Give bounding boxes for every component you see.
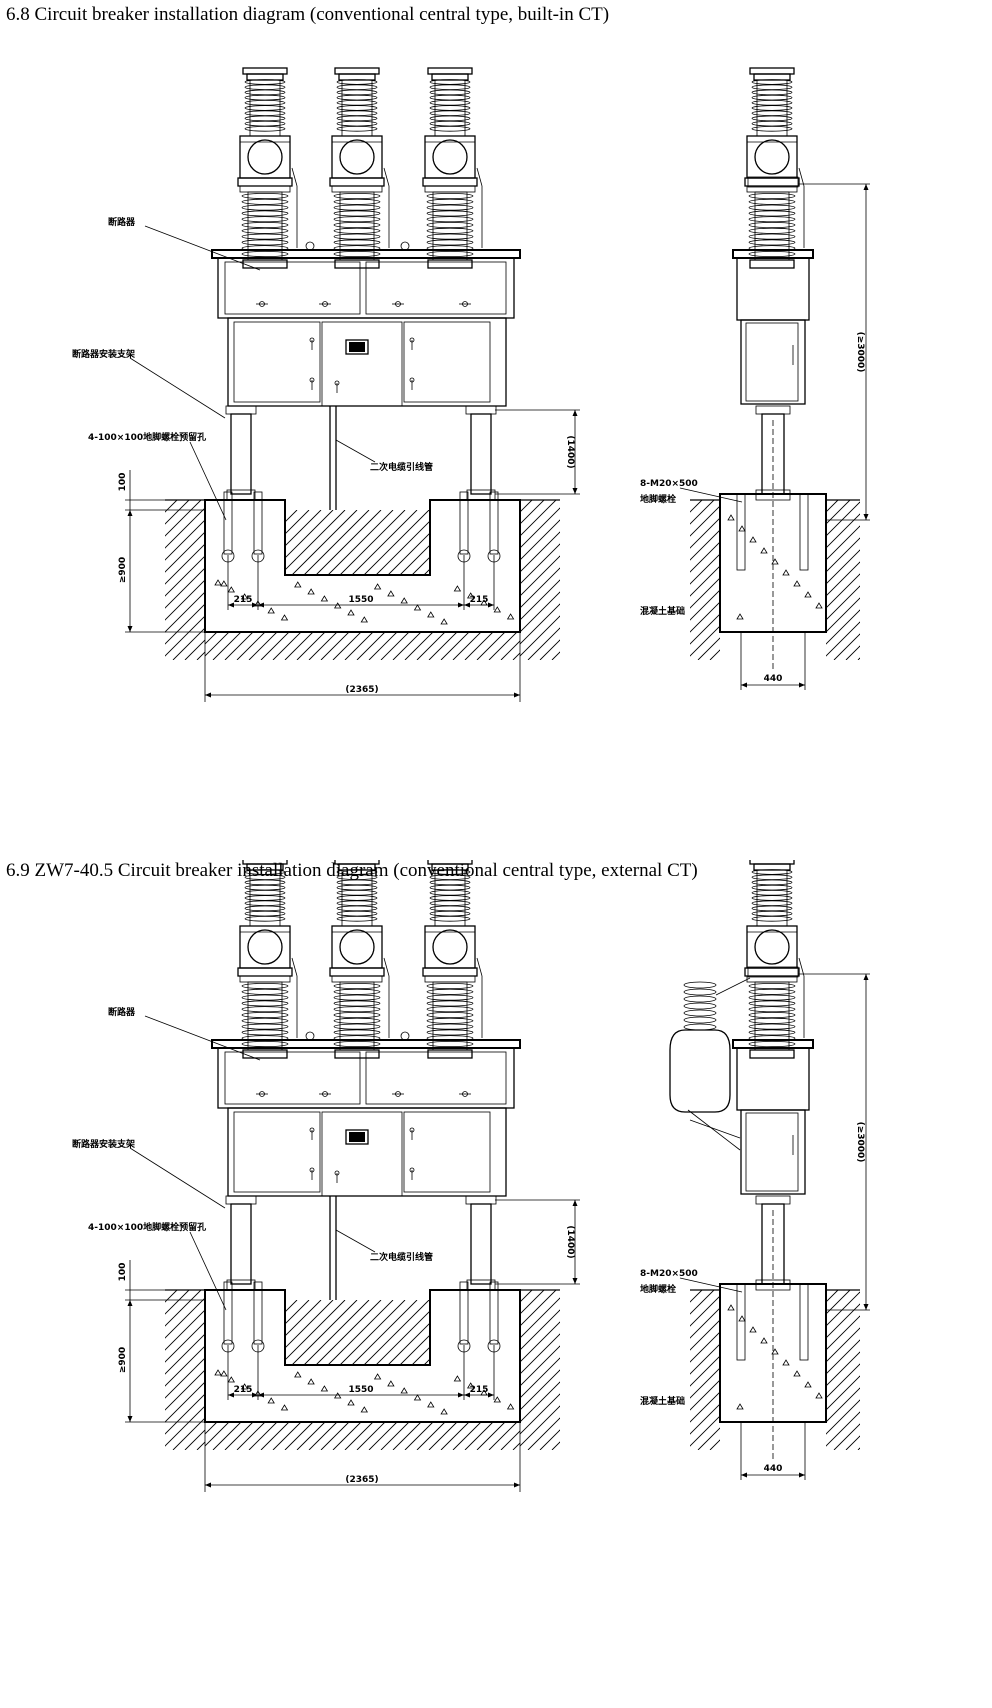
dim-440: 440 xyxy=(764,1464,783,1474)
pole-a xyxy=(237,67,298,269)
side-pole xyxy=(744,860,805,1059)
dim-215-right: 215 xyxy=(470,595,489,605)
label-breaker: 断路器 xyxy=(108,1006,136,1018)
external-ct xyxy=(669,977,751,1151)
side-ground-right xyxy=(826,1290,860,1450)
label-mount-frame: 断路器安装支架 xyxy=(72,348,135,360)
pole-c xyxy=(422,860,483,1059)
pole-a xyxy=(237,860,298,1059)
label-cable-pipe: 二次电缆引线管 xyxy=(370,1251,433,1263)
dim-2365: (2365) xyxy=(345,1475,378,1485)
ground-hatch-bottom xyxy=(205,1422,520,1450)
label-anchor-holes: 4-100×100地脚螺栓预留孔 xyxy=(88,1221,206,1233)
label-mount-frame: 断路器安装支架 xyxy=(72,1138,135,1150)
dim-440: 440 xyxy=(764,674,783,684)
side-ground-right xyxy=(826,500,860,660)
ground-hatch-left xyxy=(165,1290,205,1450)
concrete-foundation xyxy=(204,1281,521,1423)
support-frame xyxy=(225,1195,497,1291)
label-foundation: 混凝土基础 xyxy=(640,1395,685,1407)
support-frame xyxy=(225,405,497,501)
dim-1550: 1550 xyxy=(348,1385,373,1395)
dim-100: 100 xyxy=(118,1263,128,1282)
pole-c xyxy=(422,67,483,269)
dim-3000: (≥3000) xyxy=(855,332,865,373)
ground-hatch-bottom xyxy=(205,632,520,660)
dim-3000: (≥3000) xyxy=(855,1122,865,1163)
pole-b xyxy=(329,860,390,1059)
label-side-bolts-2: 地脚螺栓 xyxy=(640,493,676,505)
dim-900: ≥900 xyxy=(118,1347,128,1373)
pit-hatch xyxy=(285,510,430,575)
ground-hatch-right xyxy=(520,500,560,660)
label-side-bolts: 8-M20×500 xyxy=(640,479,698,489)
label-foundation: 混凝土基础 xyxy=(640,605,685,617)
side-pole xyxy=(744,67,805,269)
pole-b xyxy=(329,67,390,269)
dim-1550: 1550 xyxy=(348,595,373,605)
mechanism-cabinet xyxy=(217,1047,515,1197)
dim-215-right: 215 xyxy=(470,1385,489,1395)
dim-1400: (1400) xyxy=(565,435,575,468)
side-ground-left xyxy=(690,500,720,660)
side-ground-left xyxy=(690,1290,720,1450)
dim-215-left: 215 xyxy=(234,1385,253,1395)
dim-2365: (2365) xyxy=(345,685,378,695)
diagram-title-6-8: 6.8 Circuit breaker installation diagram… xyxy=(6,4,610,25)
label-cable-pipe: 二次电缆引线管 xyxy=(370,461,433,473)
ground-hatch-right xyxy=(520,1290,560,1450)
pit-hatch xyxy=(285,1300,430,1365)
dim-215-left: 215 xyxy=(234,595,253,605)
label-side-bolts: 8-M20×500 xyxy=(640,1269,698,1279)
dim-1400: (1400) xyxy=(565,1225,575,1258)
ground-hatch-left xyxy=(165,500,205,660)
dim-100: 100 xyxy=(118,473,128,492)
dim-900: ≥900 xyxy=(118,557,128,583)
label-anchor-holes: 4-100×100地脚螺栓预留孔 xyxy=(88,431,206,443)
concrete-foundation xyxy=(204,491,521,633)
label-side-bolts-2: 地脚螺栓 xyxy=(640,1283,676,1295)
mechanism-cabinet xyxy=(217,257,515,407)
label-breaker: 断路器 xyxy=(108,216,136,228)
